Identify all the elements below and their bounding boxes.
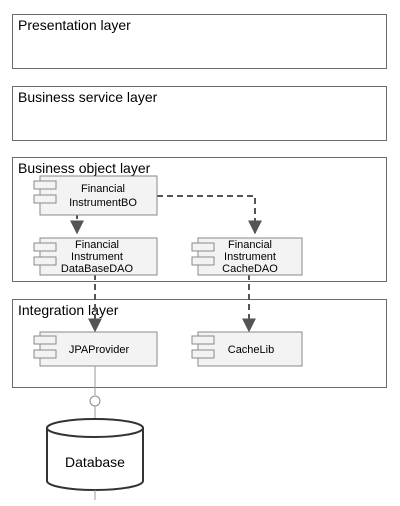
presentation-layer-title: Presentation layer — [18, 17, 131, 33]
component-cache-dao-label-line1: Financial — [228, 239, 272, 251]
component-port-icon — [33, 242, 57, 252]
component-financial-instrument-cache-dao: Financial Instrument CacheDAO — [191, 237, 303, 276]
database-cylinder-icon: Database — [46, 418, 144, 491]
component-jpa-provider: JPAProvider — [33, 331, 158, 367]
component-financial-instrument-database-dao: Financial Instrument DataBaseDAO — [33, 237, 158, 276]
component-port-icon — [191, 335, 215, 345]
component-port-icon — [33, 180, 57, 190]
component-financial-instrument-bo: Financial InstrumentBO — [33, 175, 158, 216]
component-database-dao-label-line1: Financial — [75, 239, 119, 251]
jpa-database-interface — [89, 366, 101, 420]
integration-layer-title: Integration layer — [18, 302, 119, 318]
component-database-dao-label-line2: Instrument — [71, 251, 123, 263]
component-port-icon — [33, 349, 57, 359]
component-cache-dao-label-line3: CacheDAO — [222, 263, 278, 275]
business-service-layer-title: Business service layer — [18, 89, 158, 105]
component-bo-label-line1: Financial — [81, 183, 125, 195]
component-jpa-provider-label: JPAProvider — [69, 344, 130, 356]
component-port-icon — [191, 256, 215, 266]
business-object-layer-title: Business object layer — [18, 160, 151, 176]
business-service-layer: Business service layer — [12, 86, 387, 141]
component-port-icon — [33, 194, 57, 204]
component-cache-lib: CacheLib — [191, 331, 303, 367]
component-port-icon — [191, 242, 215, 252]
database-label: Database — [65, 454, 125, 470]
component-port-icon — [33, 335, 57, 345]
component-cache-lib-label: CacheLib — [228, 344, 274, 356]
component-port-icon — [33, 256, 57, 266]
component-bo-label-line2: InstrumentBO — [69, 197, 137, 209]
dependency-bo-to-cache-dao — [157, 195, 262, 235]
component-port-icon — [191, 349, 215, 359]
component-cache-dao-label-line2: Instrument — [224, 251, 276, 263]
presentation-layer: Presentation layer — [12, 14, 387, 69]
interface-lollipop-icon — [89, 395, 101, 407]
component-database-dao-label-line3: DataBaseDAO — [61, 263, 134, 275]
